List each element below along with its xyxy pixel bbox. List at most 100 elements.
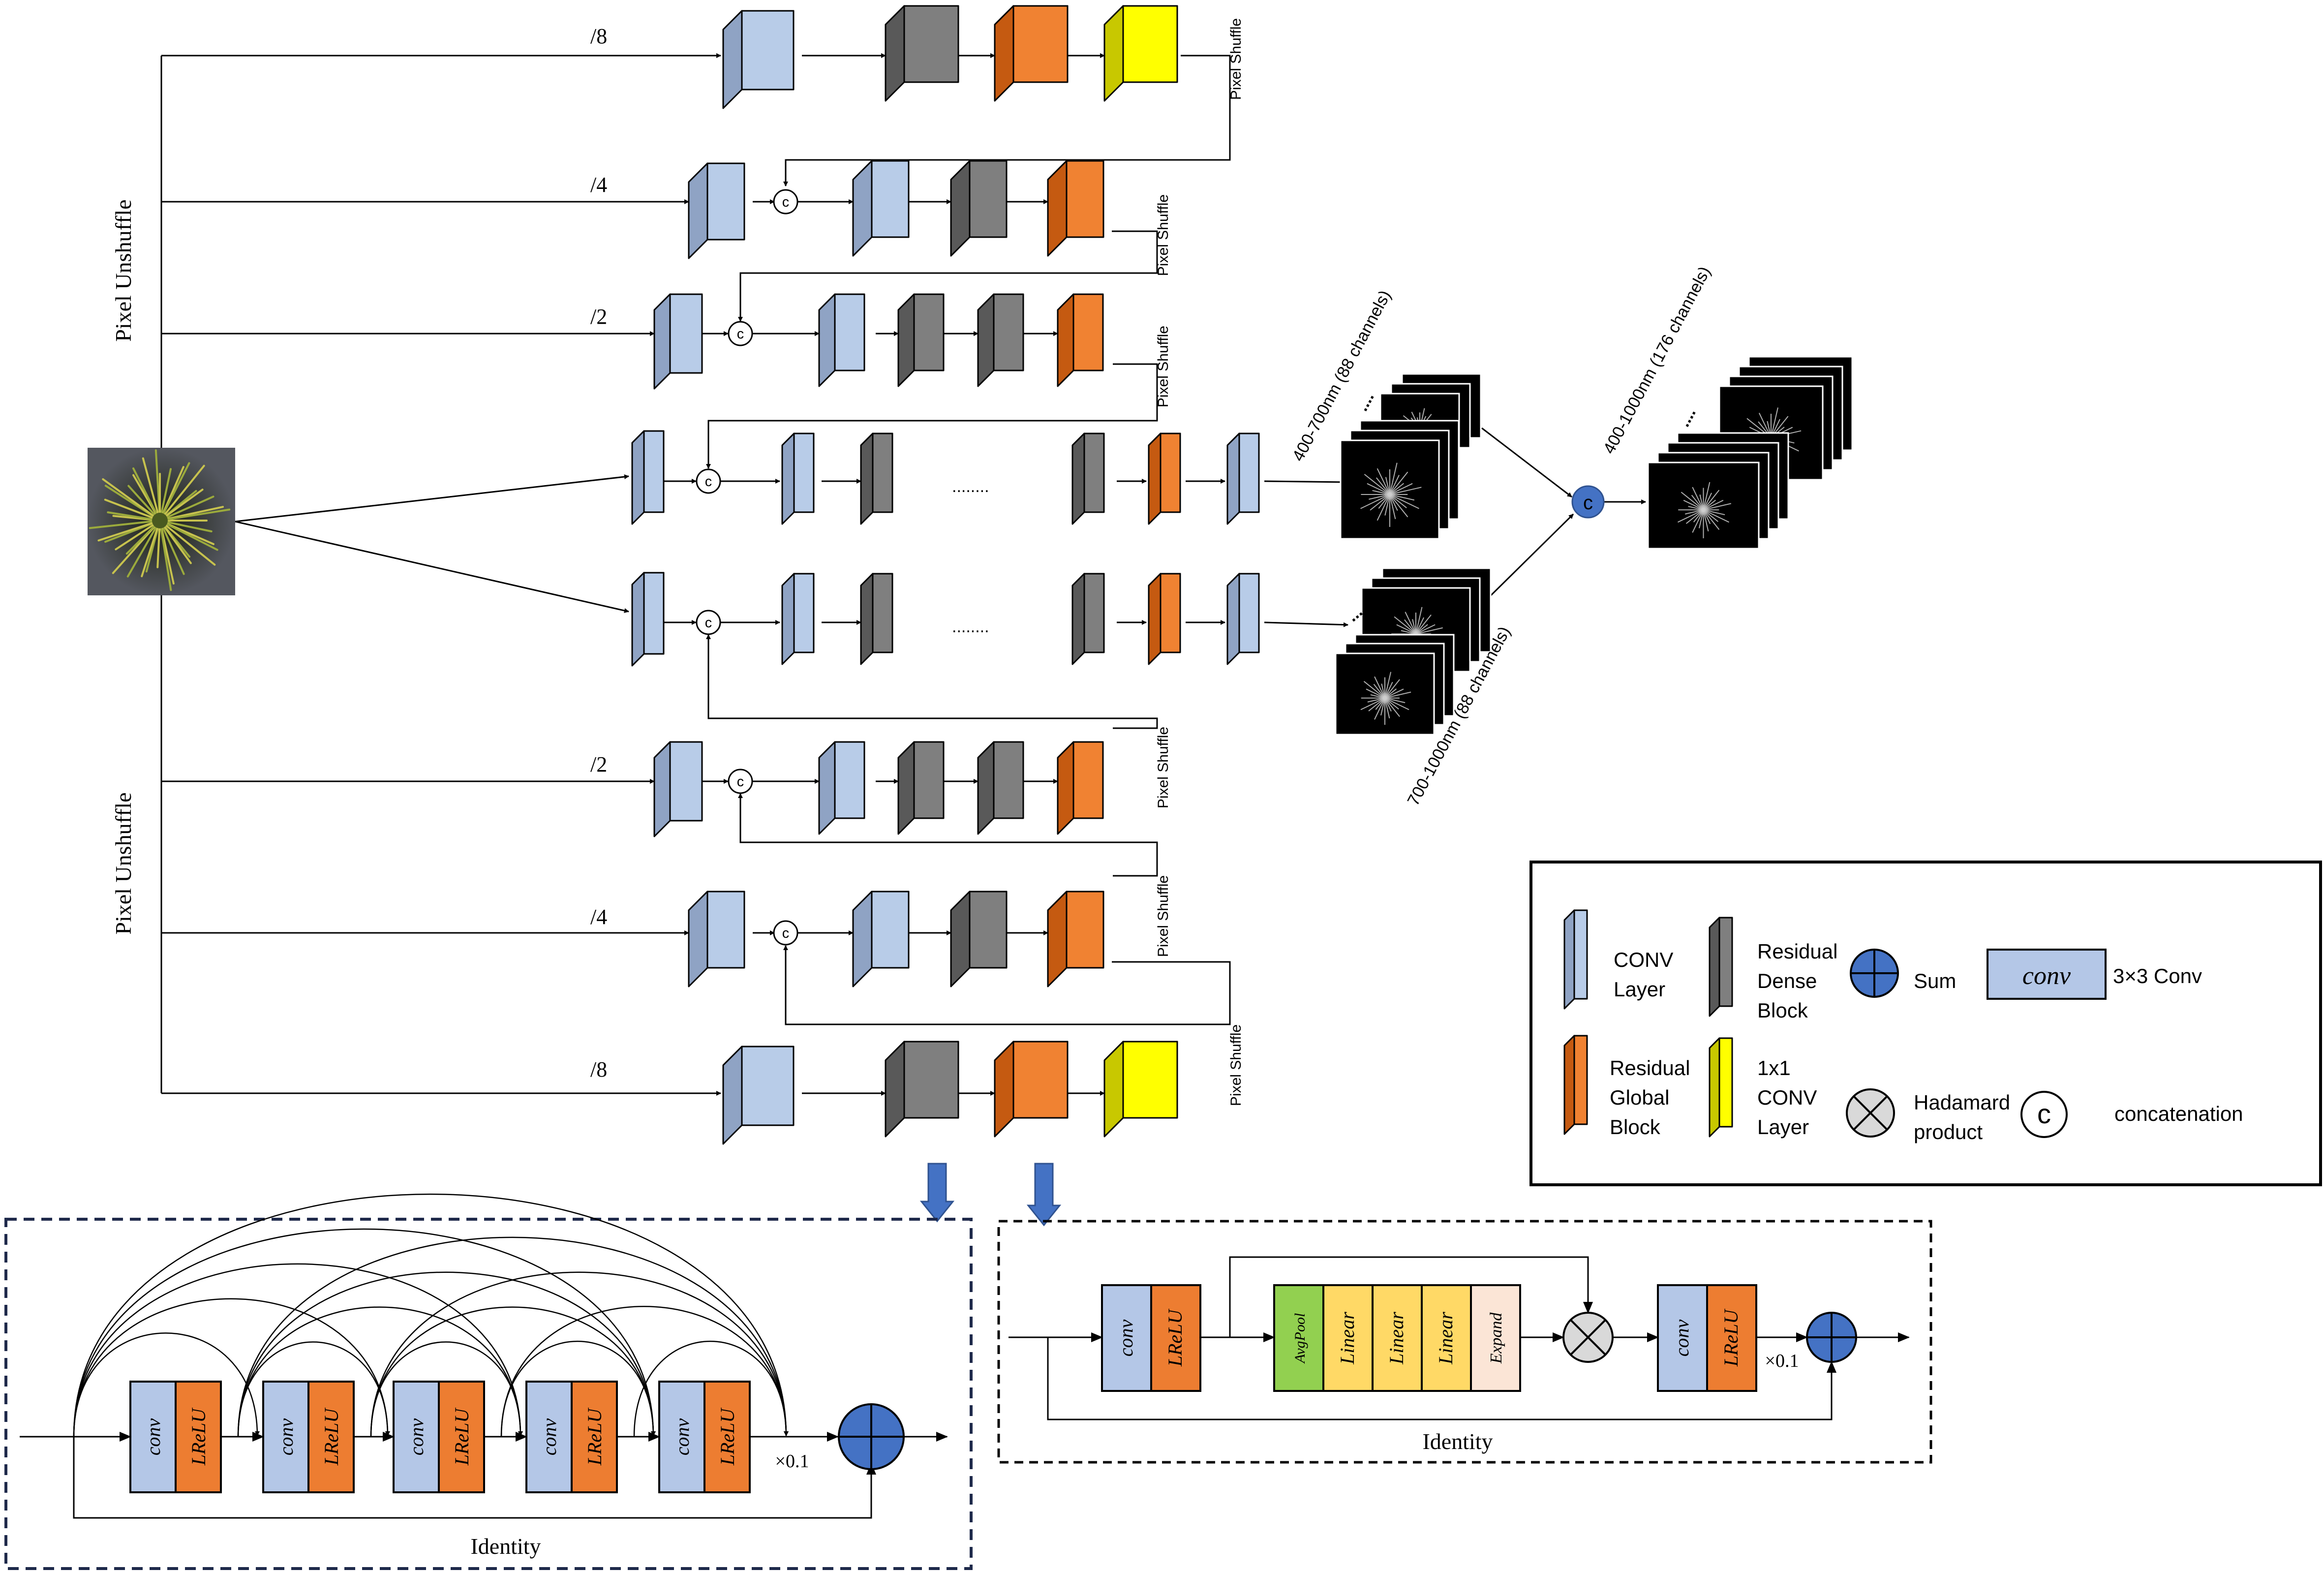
plant-leaf (104, 498, 161, 522)
spectral-ray (1384, 697, 1409, 710)
block-side-face (818, 293, 836, 387)
pixel-shuffle-label-1: Pixel Shuffle (1228, 18, 1244, 100)
conv1x1-block (1103, 1041, 1178, 1138)
block-front-face (1122, 5, 1178, 83)
block-side-face (1103, 5, 1124, 102)
block-front-face (1066, 891, 1104, 969)
block-side-face (860, 573, 874, 665)
block-side-face (818, 741, 836, 835)
spectral-ray (1389, 471, 1408, 495)
spectral-ray (1703, 482, 1711, 510)
block-front-face (913, 741, 945, 819)
connector (1264, 621, 1348, 627)
plant-leaf (159, 520, 192, 564)
legend-concat-symbol: c (2037, 1098, 2051, 1129)
scale-label-top-4: /4 (590, 173, 607, 197)
conv-cell-label: conv (142, 1418, 164, 1456)
spectral-band-image (1340, 439, 1440, 540)
scale-label-top-8: /8 (590, 24, 607, 48)
spectral-ray (1699, 510, 1704, 528)
rgb-scale-label: ×0.1 (1765, 1351, 1799, 1371)
residual-global-block (1047, 160, 1104, 257)
block-front-face (993, 293, 1024, 371)
lrelu-cell (307, 1381, 355, 1493)
dense-skip-arc (73, 1228, 656, 1437)
block-front-face (872, 573, 893, 653)
block-side-face (1226, 432, 1240, 525)
spectral-band-image (1647, 462, 1760, 550)
stack-dots-full: .... (1675, 405, 1700, 430)
connector (235, 474, 629, 523)
block-front-face (706, 162, 745, 241)
legend-conv-box-text: conv (2022, 962, 2071, 990)
rgb-panel-frame (997, 1220, 1932, 1464)
rgb-linear-1-label: Linear (1336, 1312, 1358, 1365)
block-side-face (1103, 1041, 1124, 1138)
block-side-face (897, 741, 915, 835)
block-front-face (903, 1041, 959, 1119)
spectral-ray (1372, 490, 1390, 495)
spectral-ray (1415, 627, 1443, 635)
block-front-face (913, 293, 945, 371)
rgb-linear-2-label: Linear (1385, 1312, 1407, 1365)
rdb-expand-arrow (919, 1163, 955, 1223)
dense-skip-arc (73, 1298, 390, 1437)
connector (783, 945, 1231, 1025)
plant-leaf (159, 520, 218, 551)
residual-dense-block (1071, 573, 1105, 665)
residual-dense-block (885, 1041, 959, 1138)
residual-dense-block (950, 891, 1008, 987)
conv-layer-block (852, 160, 910, 257)
pixel-shuffle-label-5: Pixel Shuffle (1155, 875, 1171, 957)
spectral-ray (1415, 607, 1423, 634)
spectral-concat-label: c (1583, 492, 1593, 514)
block-side-face (1563, 1035, 1575, 1135)
block-front-face (1083, 573, 1105, 653)
residual-global-block (1057, 293, 1104, 387)
plant-center (152, 513, 168, 528)
plant-leaf (126, 520, 161, 578)
block-side-face (950, 160, 971, 257)
block-side-face (852, 891, 873, 987)
spectral-ray (1360, 494, 1390, 509)
spectral-ray (1415, 617, 1425, 634)
hadamard-x2 (1570, 1319, 1606, 1356)
legend-sum-text: Sum (1914, 969, 1956, 992)
spectral-ray (1384, 697, 1406, 704)
rgb-expand-label: Expand (1487, 1312, 1505, 1364)
block-side-face (1071, 573, 1085, 665)
legend-sum-icon (1850, 949, 1899, 998)
spectral-ray (1389, 475, 1400, 495)
rdb-panel-frame (4, 1218, 973, 1570)
spectral-ray (1699, 494, 1704, 510)
plant-leaf (115, 520, 161, 551)
plant-leaf (159, 520, 185, 575)
hadamard-x2 (1853, 1095, 1888, 1131)
spectral-ray (1703, 510, 1709, 532)
block-side-face (1148, 573, 1162, 665)
block-front-face (903, 5, 959, 83)
rgb-linear-3 (1421, 1284, 1472, 1392)
concat-node (728, 321, 753, 346)
block-front-face (834, 741, 865, 819)
plant-leaf (107, 511, 161, 522)
block-side-face (860, 432, 874, 525)
spectral-ray (1415, 614, 1432, 635)
spectral-ray (1364, 474, 1390, 495)
lrelu-cell-label: LReLU (320, 1407, 342, 1466)
legend-rgb-text: Residual Global Block (1610, 1056, 1696, 1139)
spectral-ray (1389, 462, 1398, 495)
lrelu-cell-label: LReLU (451, 1407, 473, 1466)
conv-layer-block (722, 1046, 795, 1145)
conv-cell (262, 1381, 309, 1493)
rgb-conv-b (1657, 1284, 1708, 1392)
rgb-linear-3-label: Linear (1435, 1312, 1457, 1365)
rgb-sum-node (1806, 1312, 1857, 1363)
legend-concatenation-text: concatenation (2114, 1102, 2243, 1125)
spectral-ray (1401, 630, 1416, 635)
block-side-face (1563, 909, 1575, 1010)
spectral-ray (1376, 494, 1390, 521)
spectral-ray (1396, 624, 1416, 635)
concat-node-label: c (705, 474, 712, 490)
